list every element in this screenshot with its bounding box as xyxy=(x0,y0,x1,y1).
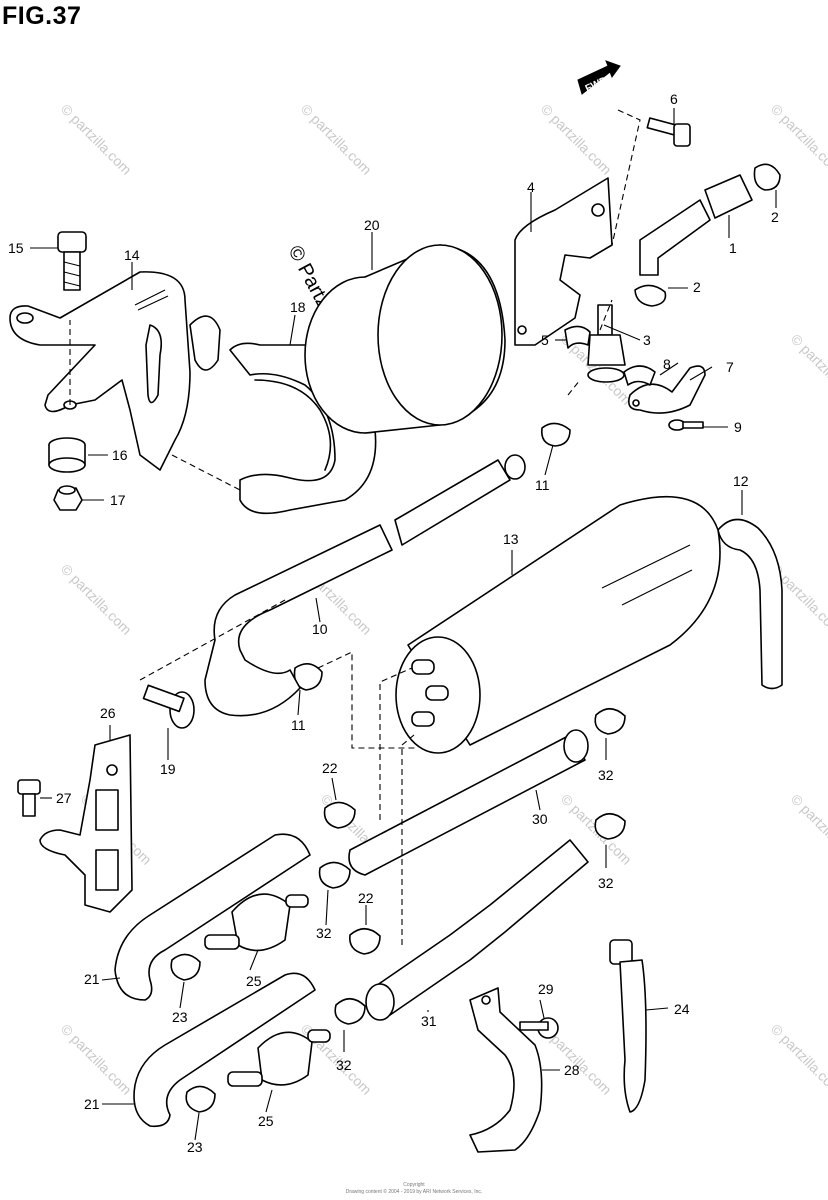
callout-27: 27 xyxy=(56,790,72,806)
watermark-tile: © partzilla.com xyxy=(58,561,135,638)
leader-lines xyxy=(30,108,777,1141)
watermark-tile: © partzilla.com xyxy=(538,101,615,178)
hose-part-12 xyxy=(717,518,783,690)
footer-copyright: Copyright xyxy=(403,1182,425,1188)
watermark-tile: © partzilla.com xyxy=(768,1021,828,1098)
hose-part-10 xyxy=(204,454,526,717)
clamp-part-23-upper xyxy=(170,953,201,981)
clamp-part-22-upper xyxy=(323,801,356,829)
valve-part-3 xyxy=(587,304,626,383)
callout-2-upper: 2 xyxy=(771,209,779,225)
hose-part-1 xyxy=(639,174,753,276)
callout-13: 13 xyxy=(503,531,519,547)
watermark-tile: © partzilla.com xyxy=(768,101,828,178)
callout-7: 7 xyxy=(726,359,734,375)
bolt-part-15 xyxy=(57,231,87,291)
callout-2-lower: 2 xyxy=(693,279,701,295)
callout-6: 6 xyxy=(670,91,678,107)
watermark-tile: © partzilla.com xyxy=(788,791,828,868)
filter-part-25-lower xyxy=(227,1029,331,1087)
callout-15: 15 xyxy=(8,240,24,256)
callout-29: 29 xyxy=(538,981,554,997)
hose-part-30 xyxy=(348,729,589,876)
watermark-tile: © partzilla.com xyxy=(58,101,135,178)
filter-part-25-upper xyxy=(204,893,309,952)
callout-9: 9 xyxy=(734,419,742,435)
callout-10: 10 xyxy=(312,621,328,637)
callout-30: 30 xyxy=(532,811,548,827)
screw-part-29 xyxy=(519,1017,559,1039)
nut-part-17 xyxy=(53,485,83,511)
callout-25-upper: 25 xyxy=(246,973,262,989)
bracket-part-28 xyxy=(469,987,543,1153)
callout-19: 19 xyxy=(160,761,176,777)
callout-12: 12 xyxy=(733,473,749,489)
callout-23-lower: 23 xyxy=(187,1139,203,1155)
callout-18: 18 xyxy=(290,299,306,315)
callout-20: 20 xyxy=(364,217,380,233)
bracket-part-4 xyxy=(514,177,613,346)
hose-part-31 xyxy=(365,839,589,1021)
hose-part-21-lower xyxy=(133,972,316,1128)
grommet-part-16 xyxy=(48,437,86,473)
canister-part-20 xyxy=(304,244,506,434)
clamp-part-2-lower xyxy=(634,284,667,307)
callout-28: 28 xyxy=(564,1062,580,1078)
callout-17: 17 xyxy=(110,492,126,508)
callout-16: 16 xyxy=(112,447,128,463)
figure-title: FIG.37 xyxy=(2,2,82,30)
callout-22-lower: 22 xyxy=(358,890,374,906)
clamp-part-2-upper xyxy=(753,163,781,191)
watermark-tile: © partzilla.com xyxy=(298,101,375,178)
bolt-part-27 xyxy=(17,779,41,817)
clamp-part-22-lower xyxy=(348,927,381,955)
bracket-part-26 xyxy=(39,734,133,913)
clamp-part-11-upper xyxy=(540,422,571,447)
callout-32-b: 32 xyxy=(598,875,614,891)
callout-24: 24 xyxy=(674,1001,690,1017)
callout-14: 14 xyxy=(124,247,140,263)
fwd-arrow-icon: FWD xyxy=(577,60,621,95)
watermark-tile: © partzilla.com xyxy=(58,1021,135,1098)
callout-32-c: 32 xyxy=(316,925,332,941)
pad-part-8 xyxy=(623,365,656,386)
watermark-tile: © partzilla.com xyxy=(788,331,828,408)
callout-5: 5 xyxy=(541,332,549,348)
cylinder-part-13 xyxy=(395,495,721,754)
callout-8: 8 xyxy=(663,356,671,372)
callout-3: 3 xyxy=(643,332,651,348)
callout-25-lower: 25 xyxy=(258,1113,274,1129)
callout-21-lower: 21 xyxy=(84,1096,100,1112)
clamp-part-32-c xyxy=(318,861,351,889)
bracket-part-14 xyxy=(9,271,221,471)
clamp-part-32-a xyxy=(594,707,626,735)
screw-part-19 xyxy=(142,684,195,729)
footer-notice: Drawing content © 2004 - 2019 by ARI Net… xyxy=(345,1189,483,1195)
callout-4: 4 xyxy=(527,179,535,195)
callout-22-upper: 22 xyxy=(322,760,338,776)
clamp-part-32-d xyxy=(334,997,366,1025)
hose-part-21-upper xyxy=(114,833,311,1001)
callout-1: 1 xyxy=(729,240,737,256)
callout-11-lower: 11 xyxy=(291,717,306,733)
callout-32-a: 32 xyxy=(598,767,614,783)
cable-tie-part-24 xyxy=(609,939,647,1113)
bolt-part-6 xyxy=(646,117,691,147)
callout-26: 26 xyxy=(100,705,116,721)
clip-part-5 xyxy=(564,325,591,349)
clamp-part-7 xyxy=(627,365,706,414)
clamp-part-23-lower xyxy=(185,1085,216,1113)
callout-11-upper: 11 xyxy=(535,477,550,493)
screw-part-9 xyxy=(668,419,704,431)
callout-23-upper: 23 xyxy=(172,1009,188,1025)
callout-21-upper: 21 xyxy=(84,971,100,987)
callout-32-d: 32 xyxy=(336,1057,352,1073)
callout-labels: 1 2 2 3 4 5 6 7 8 9 10 11 11 12 13 14 15… xyxy=(8,91,779,1155)
clamp-part-32-b xyxy=(594,812,626,840)
callout-31: 31 xyxy=(421,1013,437,1029)
